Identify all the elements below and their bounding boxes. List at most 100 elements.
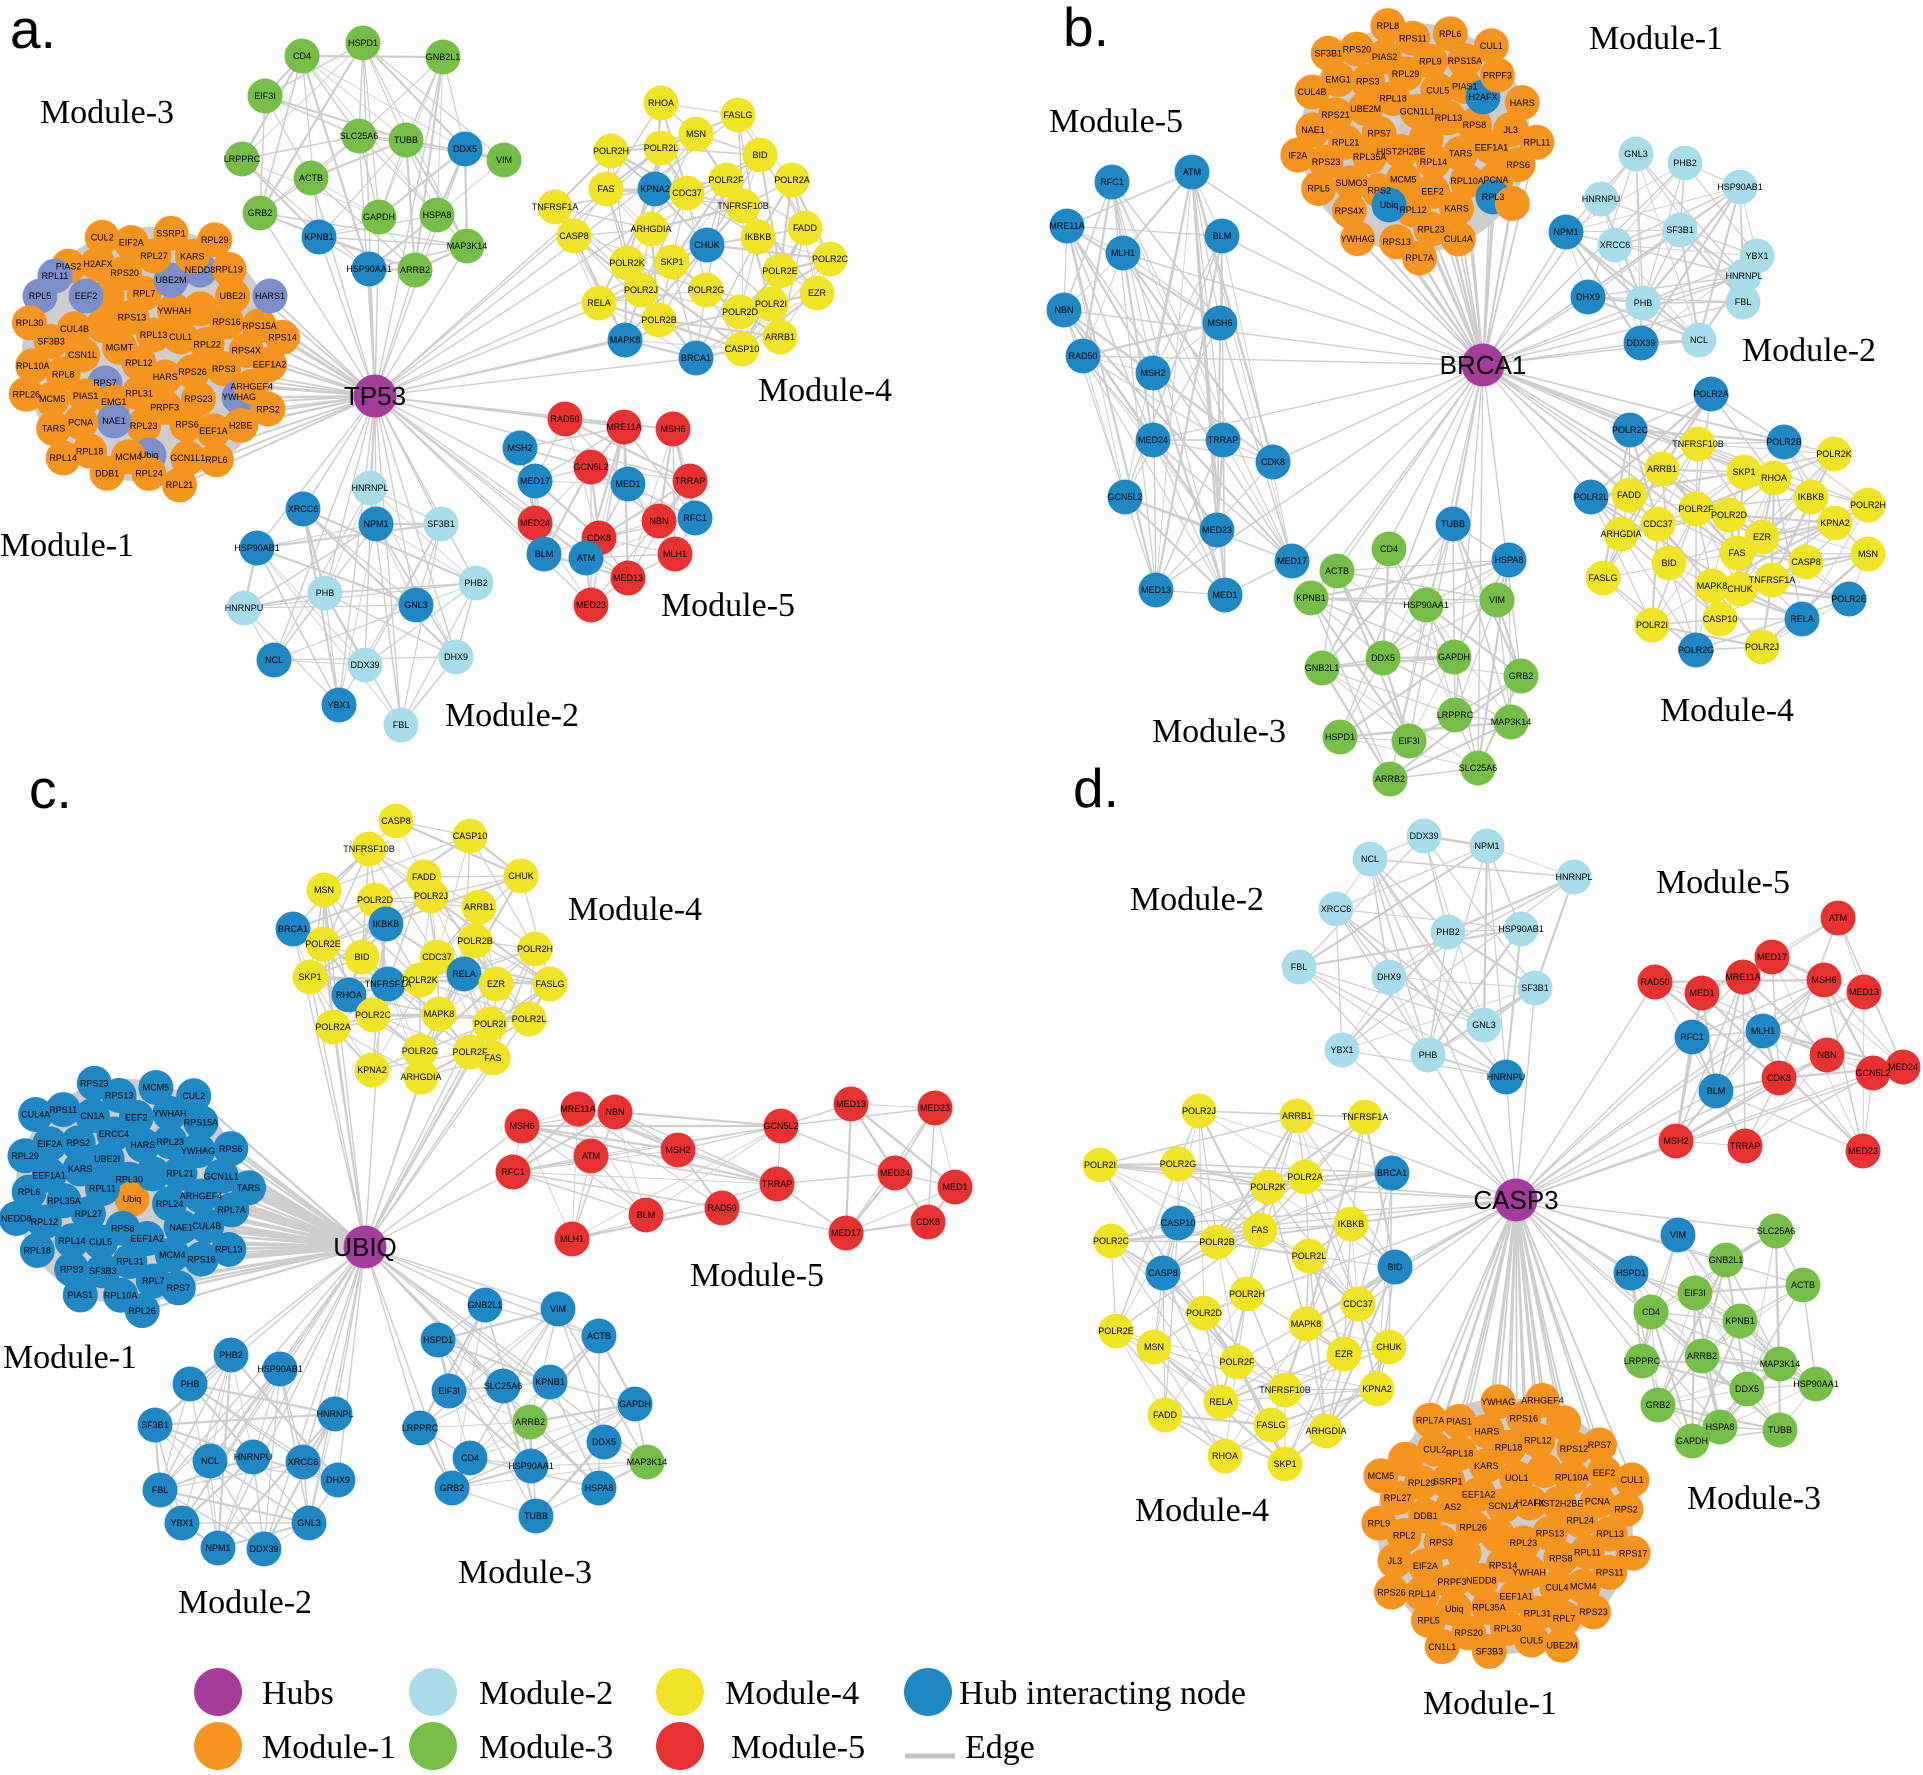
svg-text:HARS1: HARS1 (255, 291, 285, 301)
svg-text:FASLG: FASLG (723, 110, 752, 120)
svg-text:RPL2: RPL2 (1393, 1531, 1416, 1541)
svg-text:MAPK8: MAPK8 (610, 335, 641, 345)
svg-text:MSN: MSN (1144, 1342, 1164, 1352)
svg-text:EIF3I: EIF3I (254, 91, 276, 101)
svg-text:POLR2F: POLR2F (1678, 504, 1714, 514)
svg-text:RPL12: RPL12 (31, 1217, 59, 1227)
svg-text:HARS: HARS (130, 1140, 155, 1150)
svg-text:LRPPRC: LRPPRC (402, 1423, 439, 1433)
svg-text:MAP3K14: MAP3K14 (1760, 1359, 1801, 1369)
svg-text:RPS23: RPS23 (1579, 1607, 1608, 1617)
svg-text:RPL24: RPL24 (1566, 1516, 1594, 1526)
svg-text:MRE11A: MRE11A (606, 422, 641, 432)
svg-text:RPL11: RPL11 (1574, 1547, 1601, 1557)
svg-text:MAP3K14: MAP3K14 (447, 241, 488, 251)
svg-text:POLR2D: POLR2D (1186, 1308, 1223, 1318)
svg-text:Ubiq: Ubiq (140, 450, 159, 460)
svg-text:TNFRSF1A: TNFRSF1A (532, 202, 579, 212)
svg-text:KPNB1: KPNB1 (1296, 593, 1326, 603)
svg-text:TRRAP: TRRAP (675, 476, 706, 486)
svg-text:GAPDH: GAPDH (619, 1399, 651, 1409)
svg-text:DDB1: DDB1 (95, 469, 119, 479)
svg-text:EIF2A: EIF2A (1413, 1561, 1438, 1571)
svg-text:POLR2H: POLR2H (1229, 1289, 1265, 1299)
svg-text:ARHGDIA: ARHGDIA (1305, 1426, 1346, 1436)
svg-text:CUL1: CUL1 (1621, 1475, 1644, 1485)
svg-text:KPNA2: KPNA2 (640, 184, 670, 194)
svg-text:GNL3: GNL3 (1624, 149, 1648, 159)
svg-text:TRRAP: TRRAP (1730, 1141, 1761, 1151)
svg-text:EIF3I: EIF3I (1398, 736, 1420, 746)
svg-text:HIST2H2BE: HIST2H2BE (1534, 1499, 1583, 1509)
svg-text:RPS7: RPS7 (1367, 129, 1391, 139)
svg-text:CN1L1: CN1L1 (1428, 1642, 1456, 1652)
svg-text:YBX1: YBX1 (1330, 1045, 1353, 1055)
svg-text:GRB2: GRB2 (1509, 671, 1534, 681)
svg-text:XRCC6: XRCC6 (288, 504, 319, 514)
svg-text:RPL24: RPL24 (135, 469, 163, 479)
svg-text:ARRB1: ARRB1 (464, 902, 494, 912)
svg-text:POLR2C: POLR2C (355, 1010, 392, 1020)
svg-text:FASLG: FASLG (535, 979, 564, 989)
svg-text:GNB2L1: GNB2L1 (1709, 1255, 1744, 1265)
svg-text:RAD50: RAD50 (1068, 351, 1097, 361)
svg-text:CHUK: CHUK (1376, 1342, 1402, 1352)
svg-text:HNRNPU: HNRNPU (234, 1452, 273, 1462)
svg-text:NCL: NCL (201, 1456, 219, 1466)
svg-text:CD4: CD4 (293, 51, 311, 61)
svg-text:Module-1: Module-1 (1423, 1685, 1557, 1722)
svg-text:Ubiq: Ubiq (1380, 200, 1399, 210)
svg-text:RPL6: RPL6 (205, 455, 228, 465)
svg-text:MED13: MED13 (836, 1099, 866, 1109)
svg-text:ARHGEF4: ARHGEF4 (230, 382, 273, 392)
svg-text:UOL1: UOL1 (1505, 1473, 1529, 1483)
svg-text:EEF2: EEF2 (75, 291, 98, 301)
svg-text:PIAS1: PIAS1 (1452, 82, 1478, 92)
svg-text:CDC37: CDC37 (672, 188, 702, 198)
svg-text:MED23: MED23 (920, 1103, 950, 1113)
svg-text:GCN1L1: GCN1L1 (170, 453, 205, 463)
svg-text:RPS15A: RPS15A (184, 1118, 219, 1128)
svg-text:RPL30: RPL30 (115, 1174, 143, 1184)
svg-text:H2BE: H2BE (229, 421, 253, 431)
svg-text:NBN: NBN (1817, 1050, 1836, 1060)
svg-text:CASP10: CASP10 (725, 344, 760, 354)
svg-text:NCL: NCL (1690, 335, 1708, 345)
svg-text:POLR2C: POLR2C (1093, 1236, 1130, 1246)
svg-text:NCL: NCL (1361, 854, 1379, 864)
svg-text:RELA: RELA (452, 969, 476, 979)
svg-text:MED1: MED1 (942, 1182, 967, 1192)
svg-text:RPS21: RPS21 (1321, 110, 1350, 120)
svg-text:CASP10: CASP10 (453, 831, 488, 841)
svg-text:RPL14: RPL14 (58, 1236, 86, 1246)
svg-text:RPL31: RPL31 (116, 1257, 144, 1267)
svg-text:POLR2I: POLR2I (1084, 1160, 1116, 1170)
svg-text:MSH6: MSH6 (1811, 975, 1836, 985)
svg-text:Module-1: Module-1 (3, 1339, 137, 1376)
svg-text:SF3B1: SF3B1 (1521, 983, 1549, 993)
svg-text:MED17: MED17 (831, 1228, 861, 1238)
svg-text:EZR: EZR (1753, 532, 1772, 542)
svg-text:a.: a. (10, 0, 56, 60)
svg-text:SF3B1: SF3B1 (141, 1420, 169, 1430)
svg-text:RPS15A: RPS15A (242, 321, 277, 331)
svg-text:RPL21: RPL21 (166, 1169, 194, 1179)
svg-text:CHUK: CHUK (1727, 584, 1753, 594)
svg-text:RPS11: RPS11 (49, 1105, 77, 1115)
svg-text:NBN: NBN (649, 516, 668, 526)
svg-text:RELA: RELA (1790, 614, 1814, 624)
svg-text:RELA: RELA (1209, 1397, 1233, 1407)
svg-text:RPS23: RPS23 (80, 1079, 109, 1089)
svg-text:SLC25A6: SLC25A6 (1757, 1226, 1796, 1236)
svg-text:HNRNPU: HNRNPU (1487, 1072, 1526, 1082)
svg-text:HSPA8: HSPA8 (1495, 555, 1524, 565)
svg-text:BRCA1: BRCA1 (1440, 350, 1527, 380)
svg-text:IKBKB: IKBKB (373, 919, 400, 929)
svg-text:HSP90AB1: HSP90AB1 (234, 543, 280, 553)
svg-text:XRCC6: XRCC6 (1600, 240, 1631, 250)
svg-text:RPL26: RPL26 (13, 389, 41, 399)
svg-text:POLR2H: POLR2H (593, 146, 629, 156)
svg-text:RPL12: RPL12 (1524, 1436, 1552, 1446)
svg-text:CDK8: CDK8 (587, 533, 611, 543)
svg-text:FBL: FBL (152, 1485, 169, 1495)
